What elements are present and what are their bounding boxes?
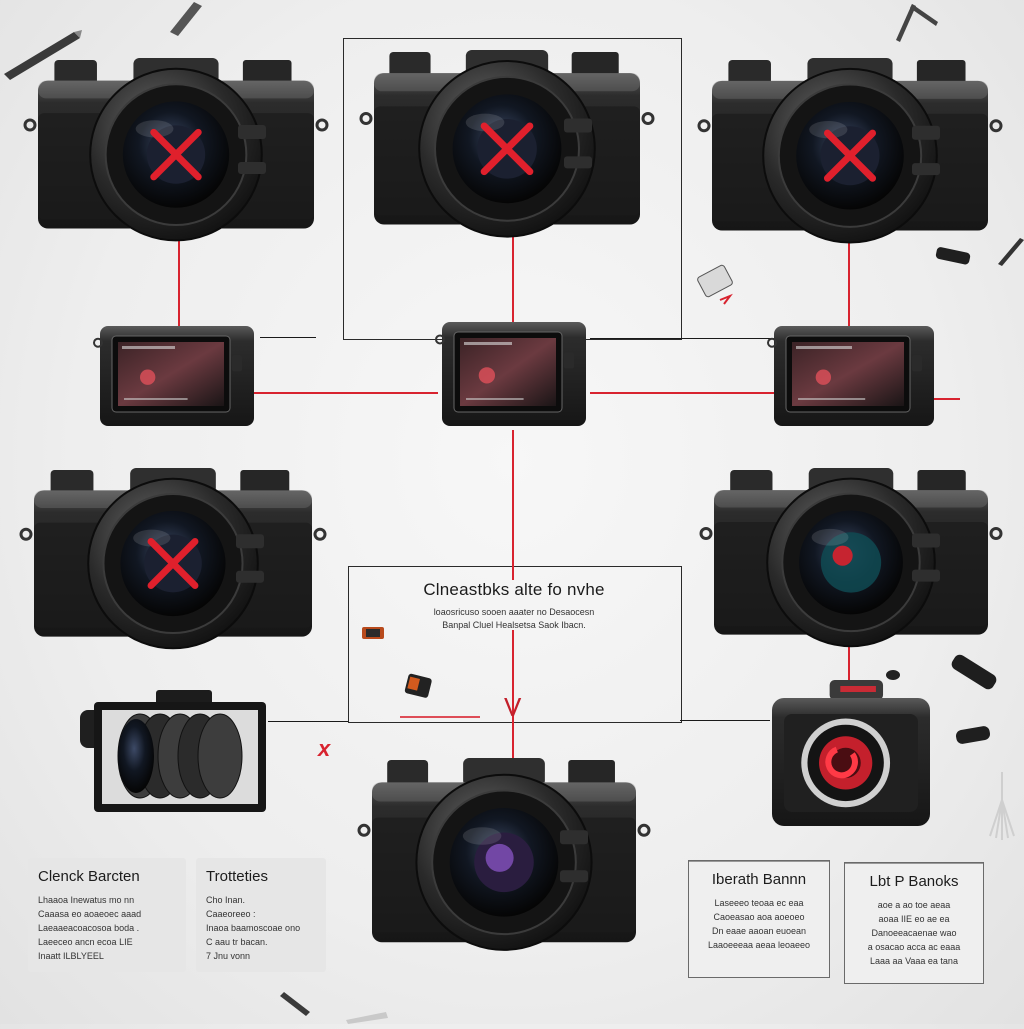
wire-black-top-left xyxy=(260,337,316,338)
camera-bottom-center xyxy=(357,758,651,951)
card-clenck-barcten: Clenck Barcten Lhaaoa Inewatus mo nn Caa… xyxy=(28,858,186,972)
card-line: aoe a ao toe aeaa xyxy=(877,900,951,910)
card-line: a osacao acca ac eaaa xyxy=(867,942,961,952)
card-line: Laaa aa Vaaa ea tana xyxy=(870,956,958,966)
screwdriver-icon xyxy=(276,990,396,1024)
wire-red-v-right-low xyxy=(848,640,850,682)
chip-icon xyxy=(402,670,436,704)
camera-mid-left xyxy=(19,468,327,650)
camera-top-left xyxy=(23,58,329,242)
wire-red-h-left xyxy=(250,392,438,394)
camera-top-center xyxy=(359,50,655,238)
sd-card-icon xyxy=(360,624,386,642)
screen-low-left xyxy=(80,690,270,814)
card-line: Caaasa eo aoaeoec aaad xyxy=(38,909,142,919)
card-line: Cho Inan. xyxy=(206,895,246,905)
camera-top-right xyxy=(697,58,1003,244)
wire-red-h-right xyxy=(590,392,780,394)
wire-black-top-mid xyxy=(590,338,780,339)
small-dot-icon xyxy=(884,668,902,682)
card-line: 7 Jnu vonn xyxy=(206,951,251,961)
card-line: Laaoeeeaa aeaa leoaeeo xyxy=(707,940,811,950)
card-title: Iberath Bannn xyxy=(711,871,807,888)
card-lbt-p-banoks: Lbt P Banoks aoe a ao toe aeaa aoaa IIE … xyxy=(844,862,984,984)
card-line: Caaeoreeo : xyxy=(206,909,256,919)
screen-mid-right xyxy=(767,324,940,428)
wire-black-low-left xyxy=(268,721,348,722)
stylus-icon xyxy=(994,232,1024,268)
card-line: Inaatt ILBLYEEL xyxy=(38,951,104,961)
tweezers-icon xyxy=(886,0,942,46)
wire-red-v-center-low xyxy=(512,630,514,760)
card-line: Laseeeo teoaa ec eaa xyxy=(714,898,804,908)
battery-icon xyxy=(934,246,974,266)
red-x-mark: x xyxy=(318,736,331,761)
wire-black-low-right xyxy=(680,720,770,721)
usb-drive-icon xyxy=(944,648,1004,700)
wire-red-v2 xyxy=(512,232,514,322)
pen-icon xyxy=(0,14,82,84)
center-note-title: Clneastbks alte fo nvhe xyxy=(423,580,605,599)
tassel-icon xyxy=(984,770,1020,840)
card-line: Laeaaeacoacosoa boda . xyxy=(38,923,140,933)
center-note-line-1: loaosricuso sooen aaater no Desaocesn xyxy=(433,607,595,617)
wire-red-dash xyxy=(400,716,480,718)
card-title: Lbt P Banoks xyxy=(869,873,959,890)
center-note-line-2: Banpal Cluel Healsetsa Saok Ibacn. xyxy=(442,620,586,630)
wire-red-h-right-tail xyxy=(910,398,960,400)
wire-red-v3 xyxy=(848,236,850,328)
lens-cap-icon xyxy=(950,722,996,748)
card-title: Trotteties xyxy=(206,868,268,885)
center-note: Clneastbks alte fo nvhe loaosricuso sooe… xyxy=(360,580,668,632)
card-trotteties: Trotteties Cho Inan. Caaeoreeo : Inaoa b… xyxy=(196,858,326,972)
card-title: Clenck Barcten xyxy=(38,868,140,885)
camera-low-right xyxy=(762,680,940,828)
screen-mid-center xyxy=(435,320,592,428)
card-line: aoaa IIE eo ae ea xyxy=(878,914,950,924)
wire-red-v1 xyxy=(178,232,180,330)
card-line: Caoeasao aoa aoeoeo xyxy=(713,912,805,922)
camera-mid-right xyxy=(699,468,1003,648)
card-line: Laeeceo ancn ecoa LIE xyxy=(38,937,133,947)
card-line: Inaoa baamoscoae ono xyxy=(206,923,301,933)
card-line: Dn eaae aaoan euoean xyxy=(711,926,807,936)
wire-red-v-center xyxy=(512,430,514,580)
memory-card-icon xyxy=(690,262,744,310)
card-line: Lhaaoa Inewatus mo nn xyxy=(38,895,135,905)
red-v-mark: V xyxy=(504,692,522,722)
brush-icon xyxy=(164,0,204,36)
center-note-frame xyxy=(348,566,682,723)
card-iberath-bannn: Iberath Bannn Laseeeo teoaa ec eaa Caoea… xyxy=(688,860,830,978)
screen-mid-left xyxy=(93,324,260,428)
card-line: C aau tr bacan. xyxy=(206,937,268,947)
card-line: Danoeeacaenae wao xyxy=(871,928,957,938)
